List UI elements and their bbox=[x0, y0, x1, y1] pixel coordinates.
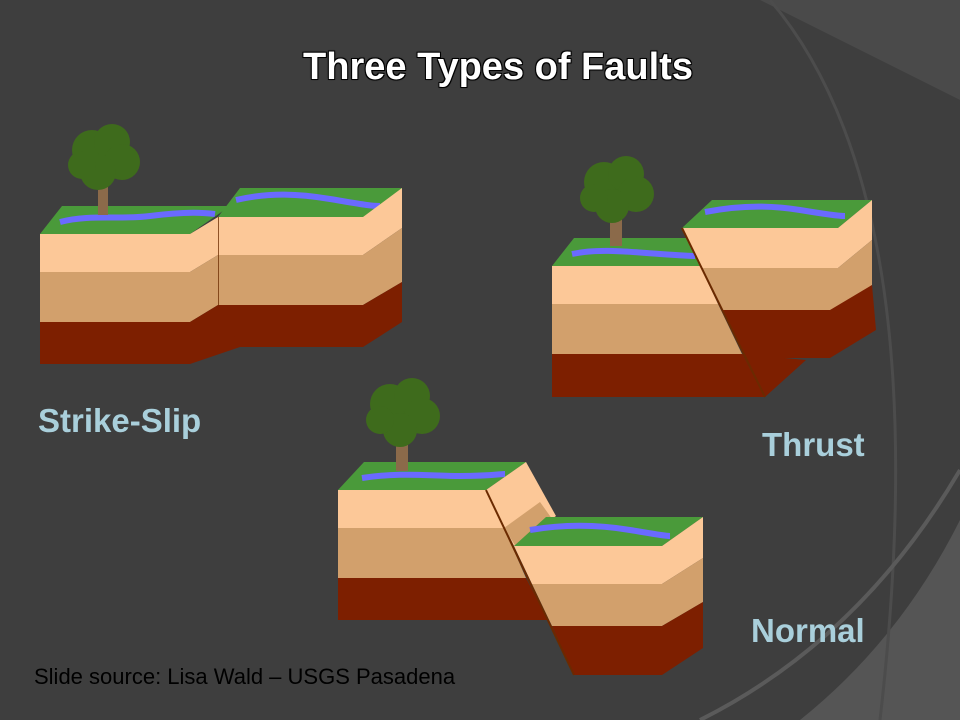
strike-slip-left-side-mid bbox=[190, 255, 218, 322]
normal-right-layer-bottom bbox=[552, 626, 662, 675]
strike-slip-right-side-bottom bbox=[363, 282, 402, 347]
normal-right-layer-mid bbox=[532, 584, 662, 626]
strike-slip-diagram bbox=[40, 124, 402, 364]
slide-title: Three Types of Faults bbox=[303, 46, 693, 88]
strike-slip-right-layer-top bbox=[218, 217, 363, 255]
thrust-left-layer-mid bbox=[552, 304, 742, 354]
thrust-right-river bbox=[704, 203, 846, 219]
strike-slip-left-layer-top bbox=[40, 234, 190, 272]
normal-right-side-top bbox=[662, 517, 703, 584]
strike-slip-left-layer-mid bbox=[40, 272, 190, 322]
strike-slip-tree bbox=[68, 124, 140, 215]
slide-source-credit: Slide source: Lisa Wald – USGS Pasadena bbox=[34, 664, 456, 689]
strike-slip-left-side-top bbox=[190, 217, 218, 272]
normal-left-river bbox=[361, 471, 506, 481]
thrust-right-layer-mid bbox=[702, 268, 838, 310]
thrust-label: Thrust bbox=[762, 426, 865, 463]
normal-left-layer-bottom bbox=[338, 578, 548, 620]
strike-slip-label: Strike-Slip bbox=[38, 402, 202, 439]
strike-slip-right-layer-mid bbox=[218, 255, 363, 305]
strike-slip-right-side-mid bbox=[363, 228, 402, 305]
thrust-left-layer-bottom bbox=[552, 354, 765, 397]
thrust-right-side-mid bbox=[838, 240, 872, 310]
normal-left-layer-top bbox=[338, 490, 504, 528]
strike-slip-right-river bbox=[235, 191, 381, 209]
strike-slip-left-side-bottom bbox=[190, 305, 240, 364]
strike-slip-right-layer-bottom bbox=[218, 305, 363, 347]
strike-slip-right-side-top bbox=[363, 188, 402, 255]
thrust-diagram bbox=[552, 156, 876, 398]
normal-right-layer-top bbox=[514, 546, 662, 584]
normal-left-layer-mid bbox=[338, 528, 526, 578]
normal-label: Normal bbox=[751, 612, 865, 649]
thrust-left-side-bottom bbox=[742, 354, 806, 397]
normal-right-river bbox=[529, 522, 671, 539]
normal-tree bbox=[366, 378, 440, 471]
strike-slip-left-layer-bottom bbox=[40, 322, 190, 364]
thrust-left-river bbox=[571, 247, 696, 259]
normal-diagram bbox=[338, 378, 703, 676]
thrust-tree bbox=[580, 156, 654, 246]
thrust-right-layer-bottom bbox=[722, 310, 830, 358]
normal-right-side-mid bbox=[662, 558, 703, 626]
thrust-right-side-bottom bbox=[830, 285, 876, 358]
strike-slip-left-river bbox=[59, 209, 216, 225]
thrust-right-side-top bbox=[838, 200, 872, 268]
normal-right-side-bottom bbox=[662, 602, 703, 675]
thrust-right-layer-top bbox=[682, 228, 838, 268]
thrust-left-layer-top bbox=[552, 266, 718, 304]
